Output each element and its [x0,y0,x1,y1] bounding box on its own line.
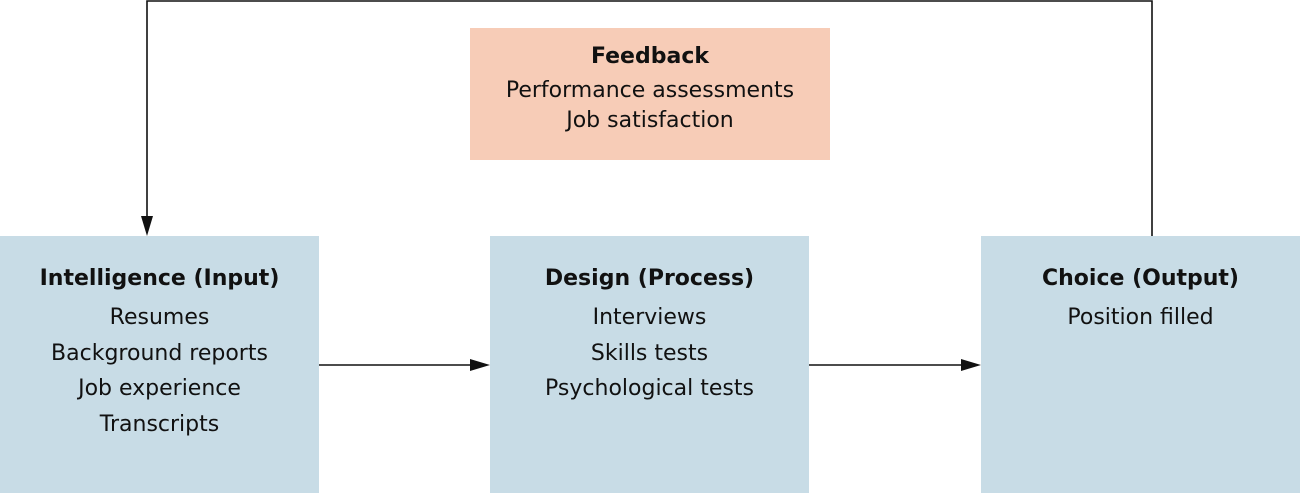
process-item: Skills tests [590,340,709,366]
process-title: Design (Process) [544,266,755,291]
input-title: Intelligence (Input) [39,266,280,291]
arrowhead-loop-into-input [141,216,153,236]
feedback-box: Feedback Performance assessments Job sat… [470,28,830,160]
feedback-item: Job satisfaction [566,108,734,133]
feedback-title: Feedback [591,44,709,69]
arrowhead-process-to-output [961,359,981,371]
input-item: Resumes [109,305,210,330]
input-item: Job experience [78,376,241,401]
process-box: Design (Process) Interviews Skills tests… [490,236,809,493]
output-title: Choice (Output) [1041,266,1239,291]
process-item: Psychological tests [545,376,754,401]
arrowhead-input-to-process [470,359,490,371]
output-item: Position filled [1067,305,1214,330]
input-box: Intelligence (Input) Resumes Background … [0,236,319,493]
feedback-item: Performance assessments [505,78,795,103]
output-box: Choice (Output) Position filled [981,236,1300,493]
process-item: Interviews [592,305,707,330]
input-item: Transcripts [99,411,220,437]
input-item: Background reports [51,340,268,366]
